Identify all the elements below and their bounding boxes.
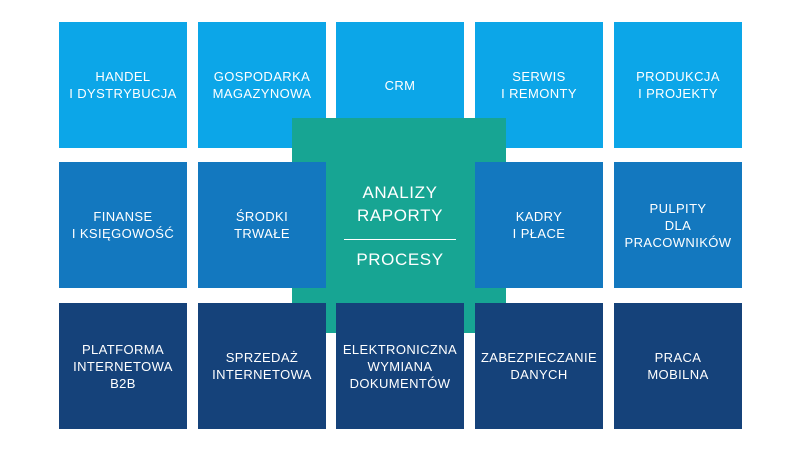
tile-finanse-i-ksiegowosc: FINANSE I KSIĘGOWOŚĆ (59, 162, 187, 288)
tile-pulpity-dla-pracownikow: PULPITY DLA PRACOWNIKÓW (614, 162, 742, 288)
center-label-analizy-raporty: ANALIZY RAPORTY (356, 182, 444, 225)
tile-platforma-internetowa-b2b: PLATFORMA INTERNETOWA B2B (59, 303, 187, 429)
tile-gospodarka-magazynowa: GOSPODARKA MAGAZYNOWA (198, 22, 326, 148)
tile-praca-mobilna: PRACA MOBILNA (614, 303, 742, 429)
center-tile: ANALIZY RAPORTY PROCESY (336, 162, 464, 288)
tile-kadry-i-place: KADRY I PŁACE (475, 162, 603, 288)
tile-produkcja-i-projekty: PRODUKCJA I PROJEKTY (614, 22, 742, 148)
center-divider (344, 238, 456, 240)
tile-elektroniczna-wymiana-dokumentow: ELEKTRONICZNA WYMIANA DOKUMENTÓW (336, 303, 464, 429)
tile-handel-i-dystrybucja: HANDEL I DYSTRYBUCJA (59, 22, 187, 148)
tile-srodki-trwale: ŚRODKI TRWAŁE (198, 162, 326, 288)
tile-sprzedaz-internetowa: SPRZEDAŻ INTERNETOWA (198, 303, 326, 429)
tile-zabezpieczanie-danych: ZABEZPIECZANIE DANYCH (475, 303, 603, 429)
center-label-procesy: PROCESY (356, 249, 444, 269)
